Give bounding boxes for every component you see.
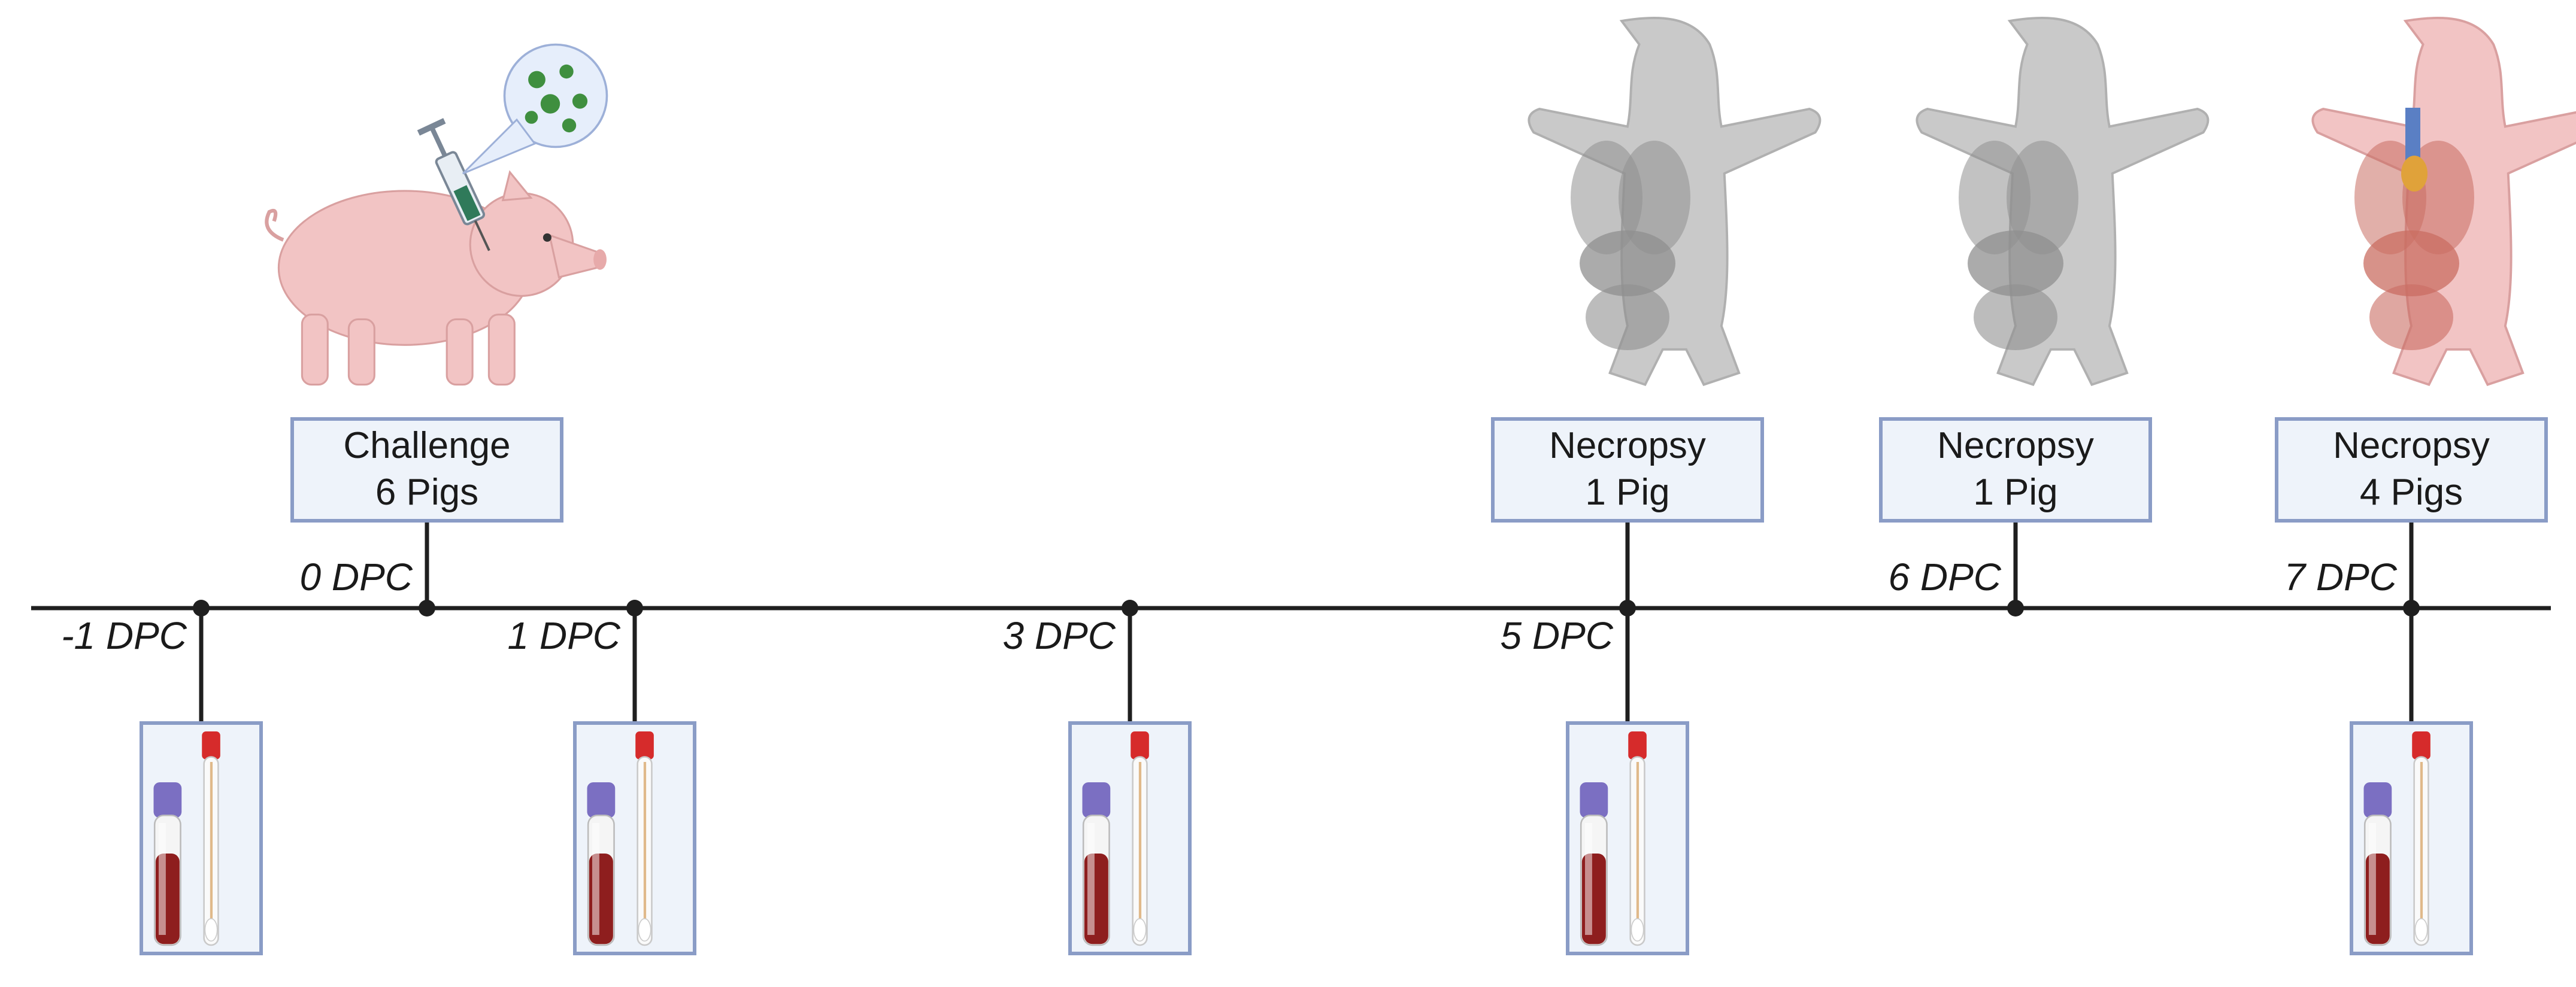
- sample-box: [1566, 721, 1689, 955]
- dpc-label: 3 DPC: [1003, 614, 1116, 657]
- pig-anatomy-icon: [1916, 16, 2210, 386]
- pig-with-syringe-icon: [266, 43, 607, 385]
- sample-box: [1068, 721, 1192, 955]
- timeline-events: Challenge 6 Pigs Necropsy 1 Pig Necropsy 1 Pi…: [266, 16, 2576, 523]
- sample-box: [2350, 721, 2473, 955]
- event-count: 6 Pigs: [375, 472, 478, 513]
- event-count: 1 Pig: [1585, 472, 1669, 513]
- event-box: Necropsy 4 Pigs: [2275, 417, 2548, 523]
- event-title: Challenge: [343, 425, 510, 466]
- sample-icons: [140, 721, 2473, 955]
- event-title: Necropsy: [1937, 425, 2094, 466]
- dpc-label: 7 DPC: [2284, 555, 2398, 599]
- timeline-ticks: [193, 522, 2420, 721]
- timeline-labels: -1 DPC 0 DPC 1 DPC 3 DPC 5 DPC 6 DPC 7 DPC: [61, 555, 2398, 657]
- dpc-label: 6 DPC: [1889, 555, 2002, 599]
- dpc-label: 5 DPC: [1501, 614, 1614, 657]
- pig-anatomy-icon: [1528, 16, 1822, 386]
- event-box: Necropsy 1 Pig: [1879, 417, 2152, 523]
- event-title: Necropsy: [2333, 425, 2490, 466]
- sample-box: [573, 721, 696, 955]
- event-box: Necropsy 1 Pig: [1491, 417, 1764, 523]
- dpc-label: 0 DPC: [300, 555, 413, 599]
- event-box: Challenge 6 Pigs: [290, 417, 563, 523]
- dpc-label: -1 DPC: [61, 614, 187, 657]
- pig-anatomy-icon: [2311, 16, 2576, 386]
- dpc-label: 1 DPC: [508, 614, 621, 657]
- event-count: 4 Pigs: [2360, 472, 2463, 513]
- event-count: 1 Pig: [1973, 472, 2057, 513]
- sample-box: [140, 721, 263, 955]
- event-title: Necropsy: [1549, 425, 1706, 466]
